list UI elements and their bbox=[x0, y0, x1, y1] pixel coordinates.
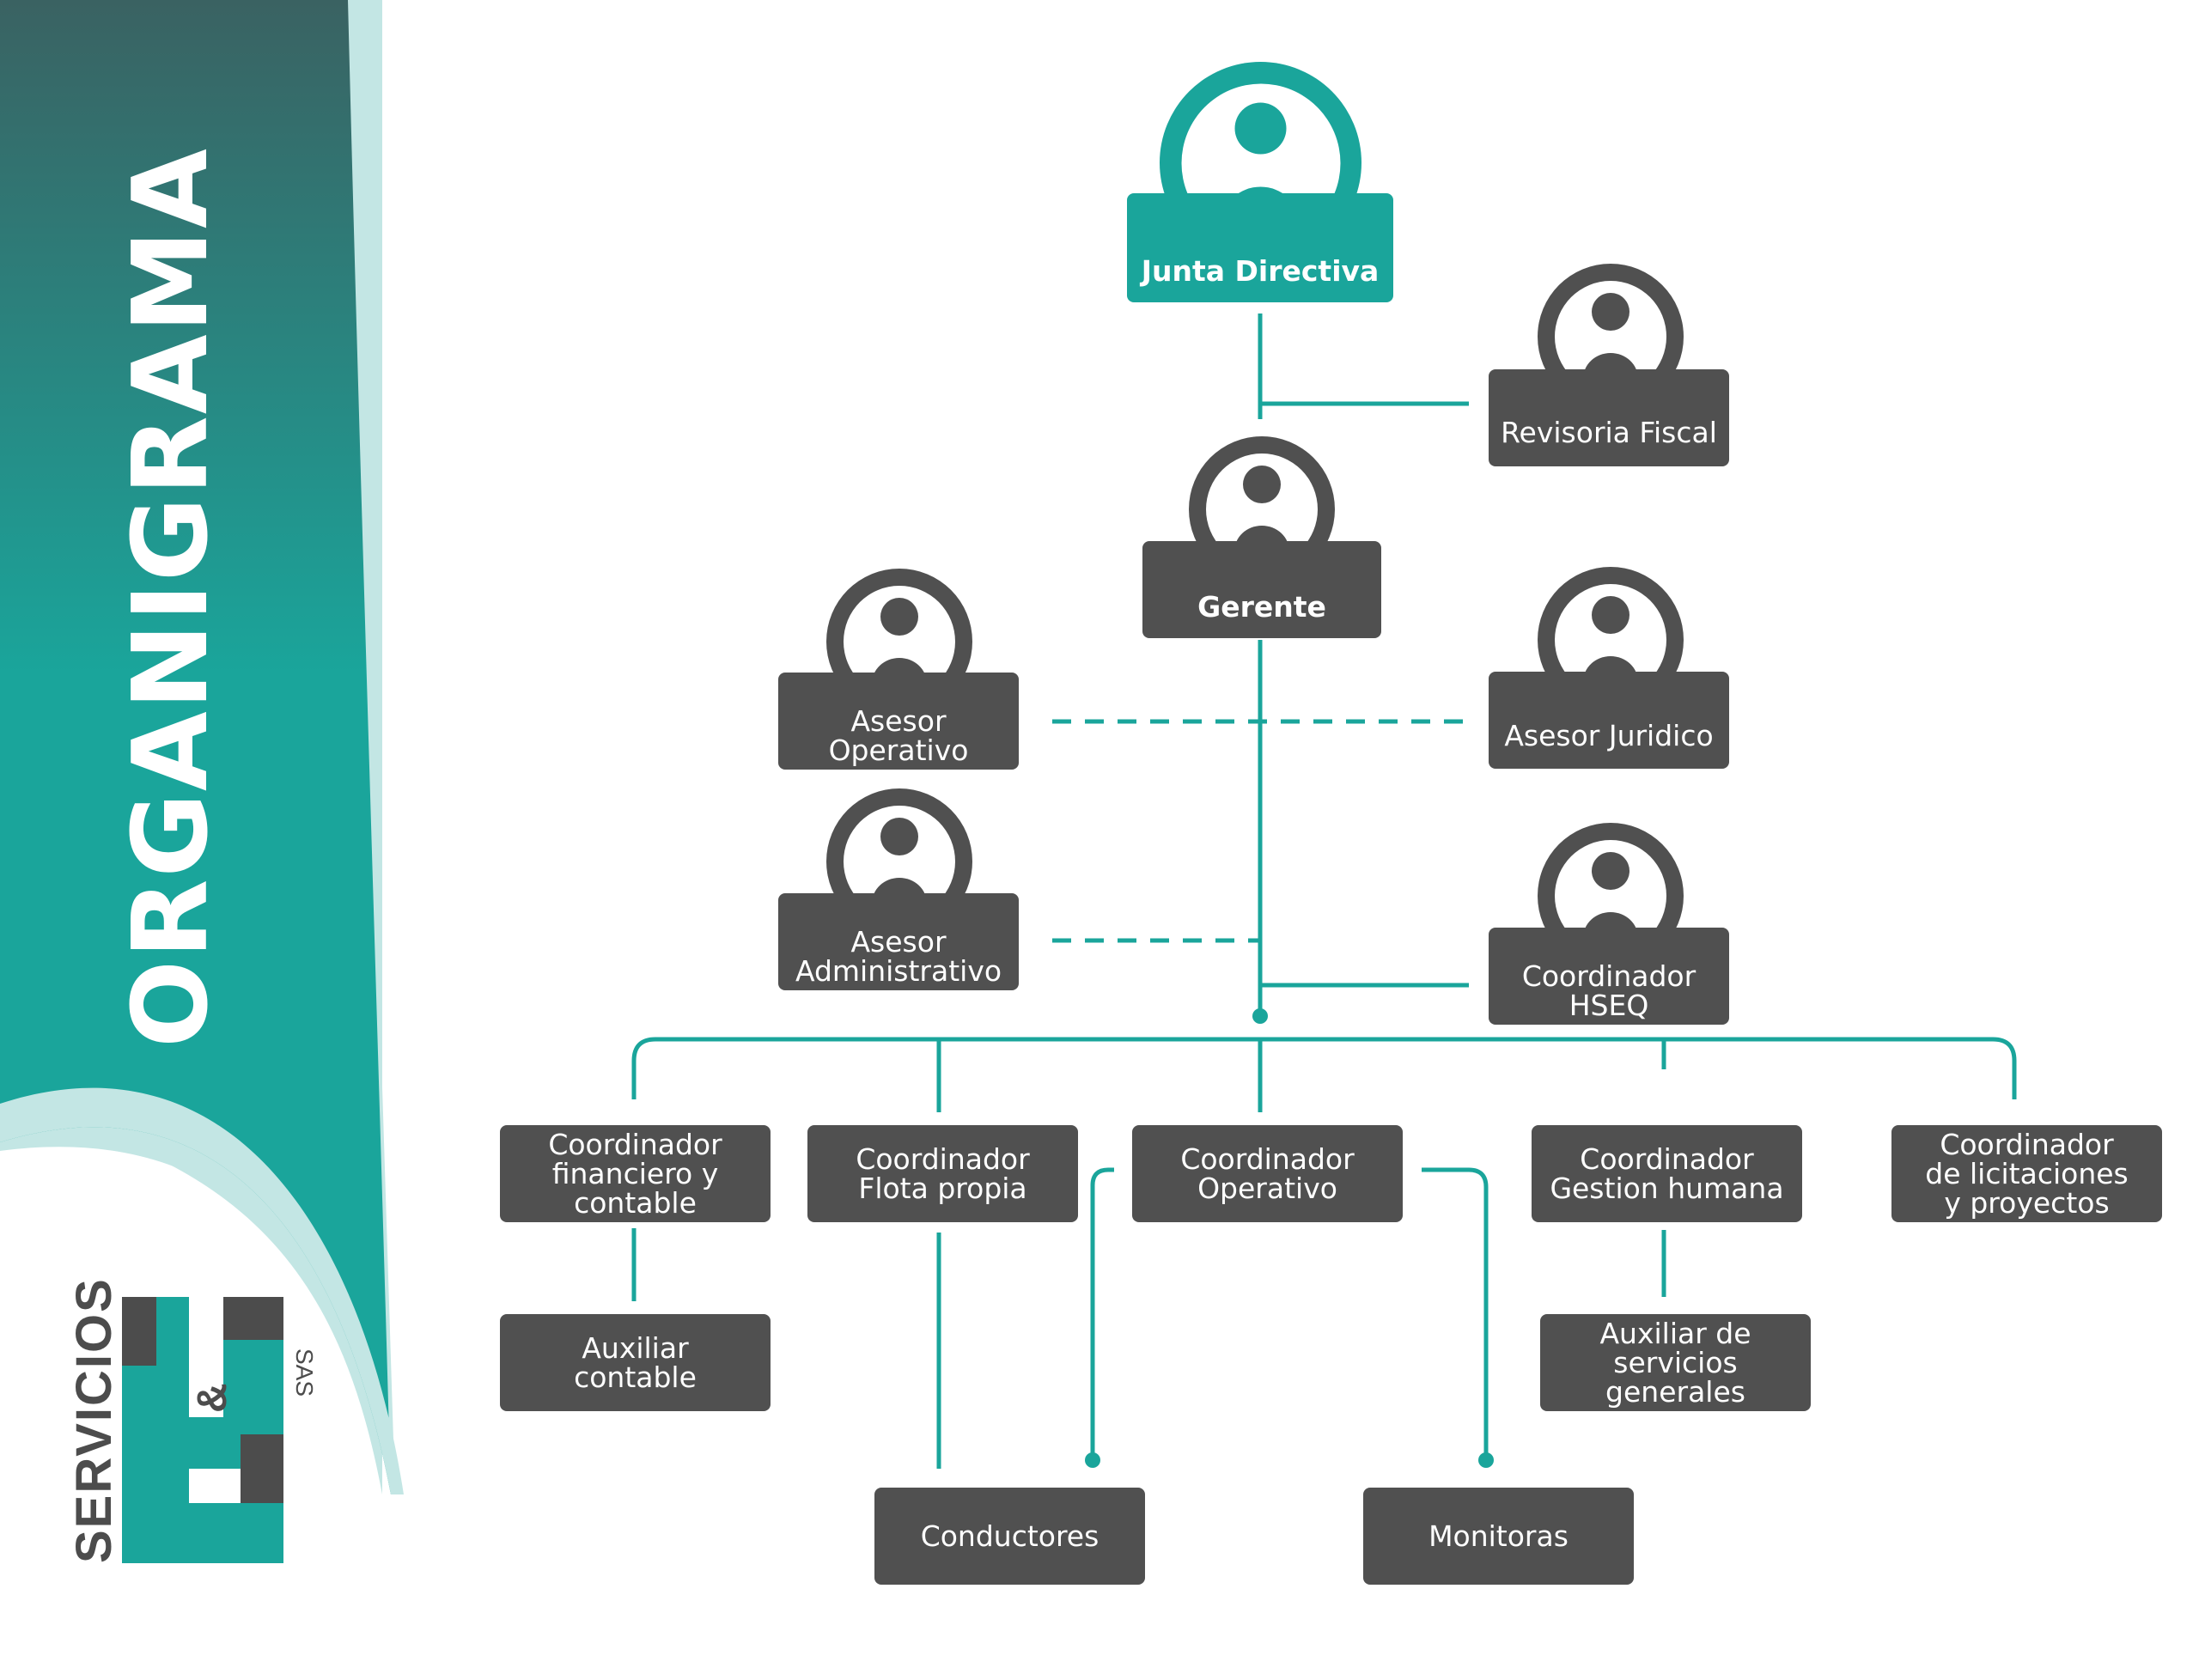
node-asesor-juridico[interactable]: Asesor Juridico bbox=[1489, 672, 1729, 769]
node-coordinador-flota[interactable]: Coordinador Flota propia bbox=[807, 1125, 1078, 1222]
node-auxiliar-servicios-generales[interactable]: Auxiliar de servicios generales bbox=[1540, 1314, 1811, 1411]
company-logo: SERVICIOS & SAS bbox=[66, 1277, 318, 1563]
node-asesor-operativo[interactable]: Asesor Operativo bbox=[778, 673, 1019, 770]
node-conductores[interactable]: Conductores bbox=[874, 1488, 1145, 1585]
hg-logo-mark bbox=[122, 1297, 283, 1563]
node-monitoras[interactable]: Monitoras bbox=[1363, 1488, 1634, 1585]
node-coordinador-operativo[interactable]: Coordinador Operativo bbox=[1132, 1125, 1403, 1222]
node-coordinador-licitaciones[interactable]: Coordinador de licitaciones y proyectos bbox=[1891, 1125, 2162, 1222]
node-auxiliar-contable[interactable]: Auxiliar contable bbox=[500, 1314, 771, 1411]
node-coordinador-gestion-humana[interactable]: Coordinador Gestion humana bbox=[1532, 1125, 1802, 1222]
node-gerente[interactable]: Gerente bbox=[1142, 541, 1381, 638]
node-revisoria-fiscal[interactable]: Revisoria Fiscal bbox=[1489, 369, 1729, 466]
node-coordinador-financiero[interactable]: Coordinador financiero y contable bbox=[500, 1125, 771, 1222]
node-coordinador-hseq[interactable]: Coordinador HSEQ bbox=[1489, 928, 1729, 1025]
node-asesor-administrativo[interactable]: Asesor Administrativo bbox=[778, 893, 1019, 990]
node-junta-directiva[interactable]: Junta Directiva bbox=[1127, 193, 1393, 302]
